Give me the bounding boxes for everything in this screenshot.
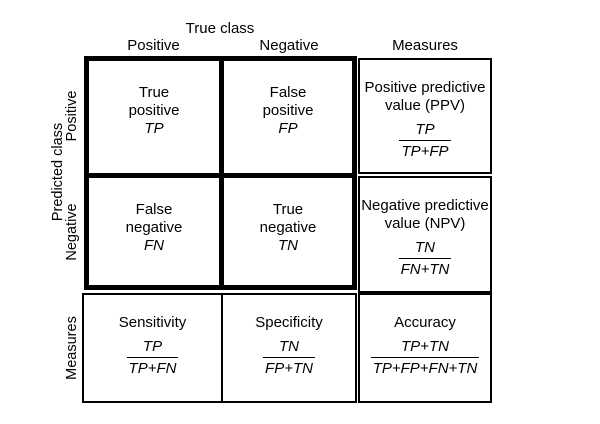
cell-true-positive-line1: True [138,84,170,101]
cell-true-positive-symbol: TP [144,120,164,137]
row-header-measures: Measures [64,316,80,380]
sensitivity-formula-denominator: TP+FN [126,357,179,377]
cell-true-negative-line2: negative [259,219,317,236]
row-header-positive: Positive [64,90,80,142]
sensitivity-title: Sensitivity [118,314,187,331]
specificity-title: Specificity [255,314,323,331]
column-header-measures: Measures [392,37,458,54]
cell-true-positive: True positive TP [89,61,219,173]
cell-false-negative-symbol: FN [144,237,164,254]
npv-title-line2: value (NPV) [384,215,466,232]
cell-false-negative-line2: negative [125,219,183,236]
ppv-formula: TP TP+FP [399,121,451,160]
cell-false-positive: False positive FP [224,61,352,173]
accuracy-formula-numerator: TP+TN [401,338,449,355]
cell-specificity: Specificity TN FP+TN [223,295,355,401]
npv-formula: TN FN+TN [398,239,452,278]
bottom-measures-grid: Sensitivity TP TP+FN Specificity TN FP+T… [82,293,357,403]
cell-ppv: Positive predictive value (PPV) TP TP+FP [358,58,492,174]
ppv-formula-numerator: TP [415,121,435,138]
sensitivity-formula: TP TP+FN [126,338,179,377]
cell-false-positive-line2: positive [262,102,314,119]
accuracy-title: Accuracy [394,314,456,331]
cell-false-positive-symbol: FP [278,120,298,137]
cell-true-negative: True negative TN [224,178,352,285]
row-header-negative: Negative [64,203,80,261]
accuracy-formula-denominator: TP+FP+FN+TN [370,357,480,377]
specificity-formula: TN FP+TN [263,339,315,377]
column-header-positive: Positive [127,37,180,54]
cell-true-negative-symbol: TN [278,237,298,254]
confusion-matrix-grid: True positive TP False positive FP False… [84,56,357,290]
ppv-title-line1: Positive predictive [364,79,486,96]
cell-npv: Negative predictive value (NPV) TN FN+TN [358,176,492,293]
column-header-negative: Negative [259,37,319,54]
cell-sensitivity: Sensitivity TP TP+FN [84,295,221,401]
specificity-formula-numerator: TN [279,338,299,355]
cell-false-positive-line1: False [269,84,307,101]
cell-accuracy: Accuracy TP+TN TP+FP+FN+TN [358,293,492,403]
specificity-formula-denominator: FP+TN [263,357,315,377]
npv-formula-denominator: FN+TN [398,258,452,278]
true-class-axis-title: True class [185,20,255,37]
cell-true-negative-line1: True [272,201,304,218]
cell-false-negative: False negative FN [89,178,219,285]
ppv-title-line2: value (PPV) [384,97,466,114]
cell-false-negative-line1: False [135,201,173,218]
npv-title-line1: Negative predictive [361,197,489,214]
accuracy-formula: TP+TN TP+FP+FN+TN [370,338,480,377]
ppv-formula-denominator: TP+FP [399,140,451,160]
sensitivity-formula-numerator: TP [142,338,163,355]
npv-formula-numerator: TN [415,239,435,256]
cell-true-positive-line2: positive [128,102,180,119]
